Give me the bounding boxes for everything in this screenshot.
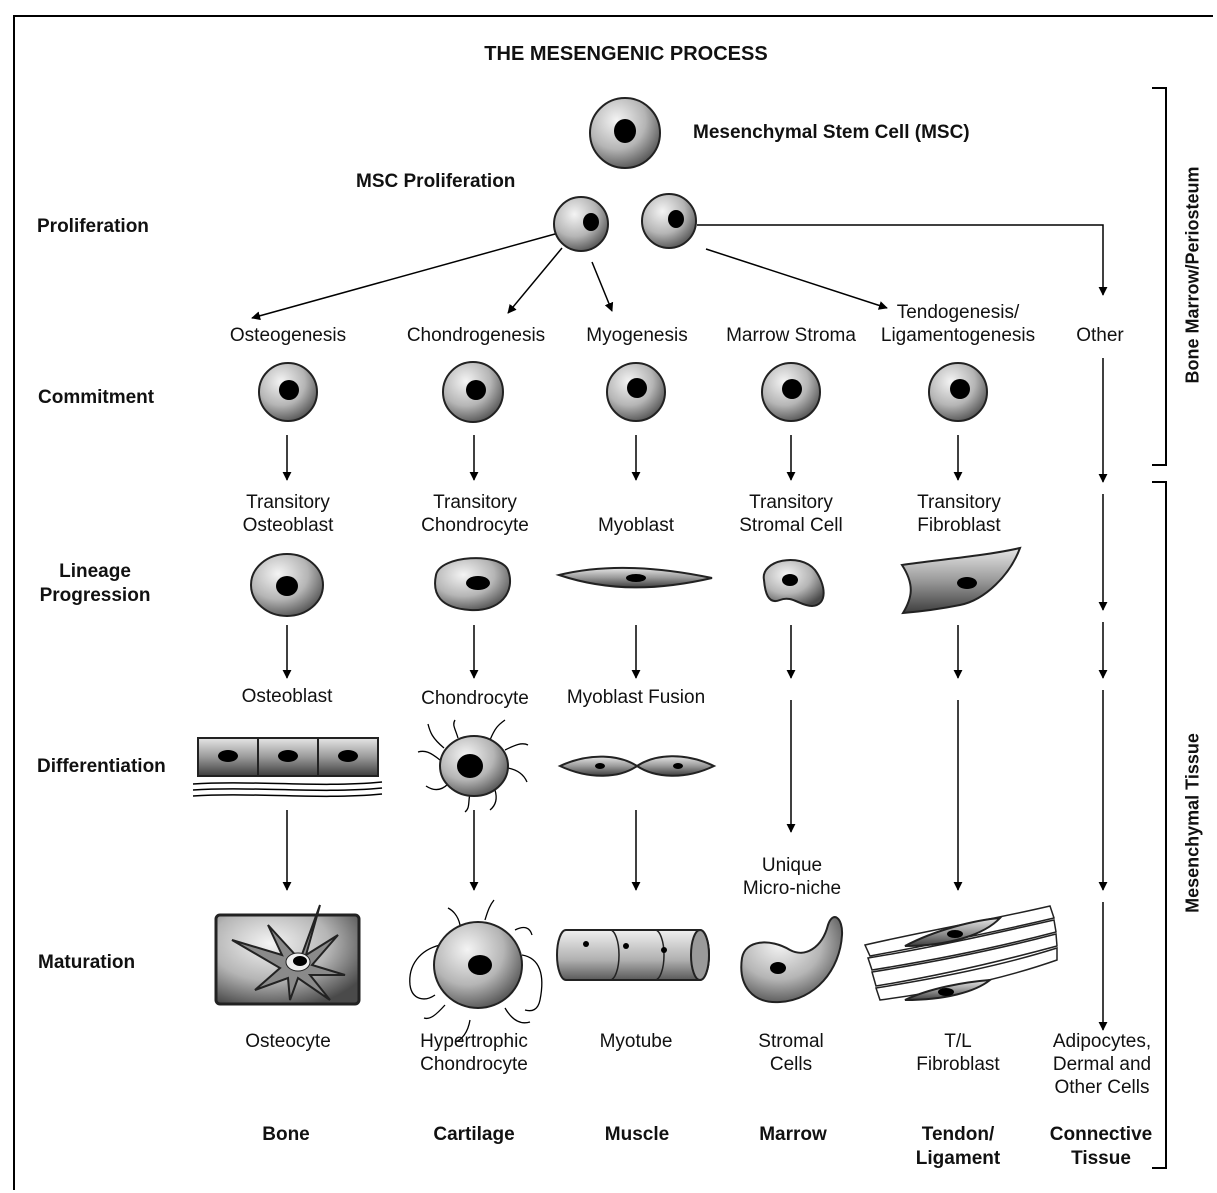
proliferation-arrows: [251, 224, 1108, 321]
stromal-committed-cell: [761, 362, 821, 422]
tissue-label-cartilage: Cartilage: [433, 1124, 515, 1145]
commit-label-tendogenesis: Tendogenesis/Ligamentogenesis: [880, 302, 1036, 346]
transitory-fibroblast-cell: [900, 546, 1022, 615]
tissue-label-muscle: Muscle: [604, 1124, 670, 1145]
diff-label-osteoblast: Osteoblast: [241, 686, 333, 707]
commit-label-other: Other: [1076, 325, 1124, 346]
bone-marrow-bracket: [1152, 87, 1167, 466]
lineage-arrows: [282, 358, 1108, 1031]
transitory-stromal-cell: [762, 558, 825, 608]
myoblast-fusion-cells: [557, 755, 717, 777]
commit-label-chondrogenesis: Chondrogenesis: [406, 325, 546, 346]
myogenic-committed-cell: [606, 362, 666, 422]
tissue-label-tendon-ligament: Tendon/Ligament: [915, 1124, 1001, 1169]
stage-lineage-progression: Lineage Progression: [39, 561, 151, 606]
diff-label-chondrocyte: Chondrocyte: [421, 688, 529, 709]
bone-marrow-periosteum-label: Bone Marrow/Periosteum: [1182, 166, 1203, 384]
commit-label-osteogenesis: Osteogenesis: [229, 325, 347, 346]
diagram-title: THE MESENGENIC PROCESS: [484, 43, 768, 65]
osteoblast-row: [192, 737, 383, 798]
osteogenic-committed-cell: [258, 362, 318, 422]
osteocyte-cell: [214, 904, 361, 1006]
mesenchymal-tissue-bracket: [1152, 481, 1167, 1169]
chondrocyte-cell: [417, 719, 529, 813]
transitory-chondrocyte-cell: [434, 557, 511, 612]
transitory-osteoblast-cell: [250, 553, 324, 617]
figure-frame: [13, 15, 1213, 1190]
msc-proliferation-label: MSC Proliferation: [356, 171, 516, 192]
myoblast-cell: [555, 566, 713, 589]
stage-maturation: Maturation: [38, 952, 136, 973]
tissue-label-marrow: Marrow: [759, 1124, 827, 1145]
stage-proliferation: Proliferation: [37, 216, 149, 237]
mature-label-osteocyte: Osteocyte: [245, 1031, 331, 1052]
mature-label-myotube: Myotube: [599, 1031, 673, 1052]
hypertrophic-chondrocyte-cell: [409, 899, 543, 1043]
mature-stromal-cell: [740, 916, 844, 1004]
msc-label: Mesenchymal Stem Cell (MSC): [693, 122, 970, 143]
diff-label-myoblast-fusion: Myoblast Fusion: [566, 687, 706, 708]
tissue-label-bone: Bone: [262, 1124, 310, 1145]
commit-label-marrow-stroma: Marrow Stroma: [726, 325, 856, 346]
msc-daughter-cell-left: [553, 196, 609, 252]
commit-label-myogenesis: Myogenesis: [586, 325, 688, 346]
msc-cell: [589, 97, 661, 169]
tendon-ligament-fibroblast: [863, 905, 1058, 1001]
transit-label-myoblast: Myoblast: [597, 515, 675, 536]
mesenchymal-tissue-label: Mesenchymal Tissue: [1182, 733, 1203, 913]
msc-daughter-cell-right: [641, 193, 697, 249]
tendogenic-committed-cell: [928, 362, 988, 422]
chondrogenic-committed-cell: [442, 361, 504, 423]
stage-differentiation: Differentiation: [37, 756, 166, 777]
myotube-cylinder: [556, 929, 710, 981]
stage-commitment: Commitment: [38, 387, 155, 408]
